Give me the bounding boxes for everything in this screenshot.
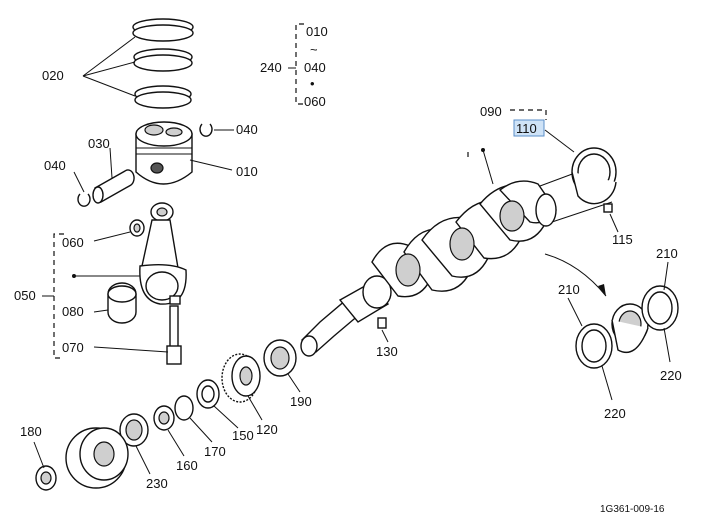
circlip-left[interactable] [77,193,91,207]
callout-040-right[interactable]: 040 [236,122,258,137]
pulley-nut[interactable] [35,465,57,491]
callout-220-left[interactable]: 220 [604,406,626,421]
piston-rings[interactable] [132,18,194,109]
connecting-rod[interactable] [139,202,187,305]
callout-190[interactable]: 190 [290,394,312,409]
front-oil-seal[interactable] [119,413,149,447]
main-bearing[interactable] [611,303,649,354]
crankshaft-gear[interactable] [221,353,261,403]
crank-gear-collar[interactable] [263,339,297,377]
piston-pin[interactable] [92,169,135,204]
callout-120[interactable]: 120 [256,422,278,437]
callout-010[interactable]: 010 [236,164,258,179]
callout-020[interactable]: 020 [42,68,64,83]
callout-090[interactable]: 090 [480,104,502,119]
callout-160[interactable]: 160 [176,458,198,473]
callout-030[interactable]: 030 [88,136,110,151]
small-end-bushing[interactable] [129,219,145,237]
thrust-washer-front[interactable] [575,323,613,369]
size-040: 040 [304,60,326,75]
size-010: 010 [306,24,328,39]
crankshaft-key[interactable] [377,317,387,329]
callout-210-left[interactable]: 210 [558,282,580,297]
figure-code: 1G361-009-16 [600,504,665,515]
callout-220-right[interactable]: 220 [660,368,682,383]
callout-230[interactable]: 230 [146,476,168,491]
callout-170[interactable]: 170 [204,444,226,459]
callout-240[interactable]: 240 [260,60,282,75]
callout-050[interactable]: 050 [14,288,36,303]
washer[interactable] [196,379,220,409]
crankshaft[interactable] [300,159,613,357]
crankpin-bearing[interactable] [107,282,137,324]
callout-070[interactable]: 070 [62,340,84,355]
callout-080[interactable]: 080 [62,304,84,319]
size-dot: • [310,76,315,91]
collar[interactable] [153,405,175,431]
rear-oil-seal[interactable] [571,147,617,205]
callout-060[interactable]: 060 [62,235,84,250]
circlip-right[interactable] [199,123,213,137]
dowel-pin[interactable] [603,203,613,213]
callout-115[interactable]: 115 [612,232,633,247]
callout-210-right[interactable]: 210 [656,246,678,261]
callout-180[interactable]: 180 [20,424,42,439]
callout-150[interactable]: 150 [232,428,254,443]
crankshaft-pulley[interactable] [65,427,129,489]
callout-040-left[interactable]: 040 [44,158,66,173]
connecting-rod-bolt[interactable] [166,305,182,365]
size-tilde: ~ [310,42,318,57]
thrust-washer-rear[interactable] [641,285,679,331]
callout-130[interactable]: 130 [376,344,398,359]
piston[interactable] [135,121,193,185]
callout-110[interactable]: 110 [516,121,537,136]
o-ring[interactable] [174,395,194,421]
size-060: 060 [304,94,326,109]
